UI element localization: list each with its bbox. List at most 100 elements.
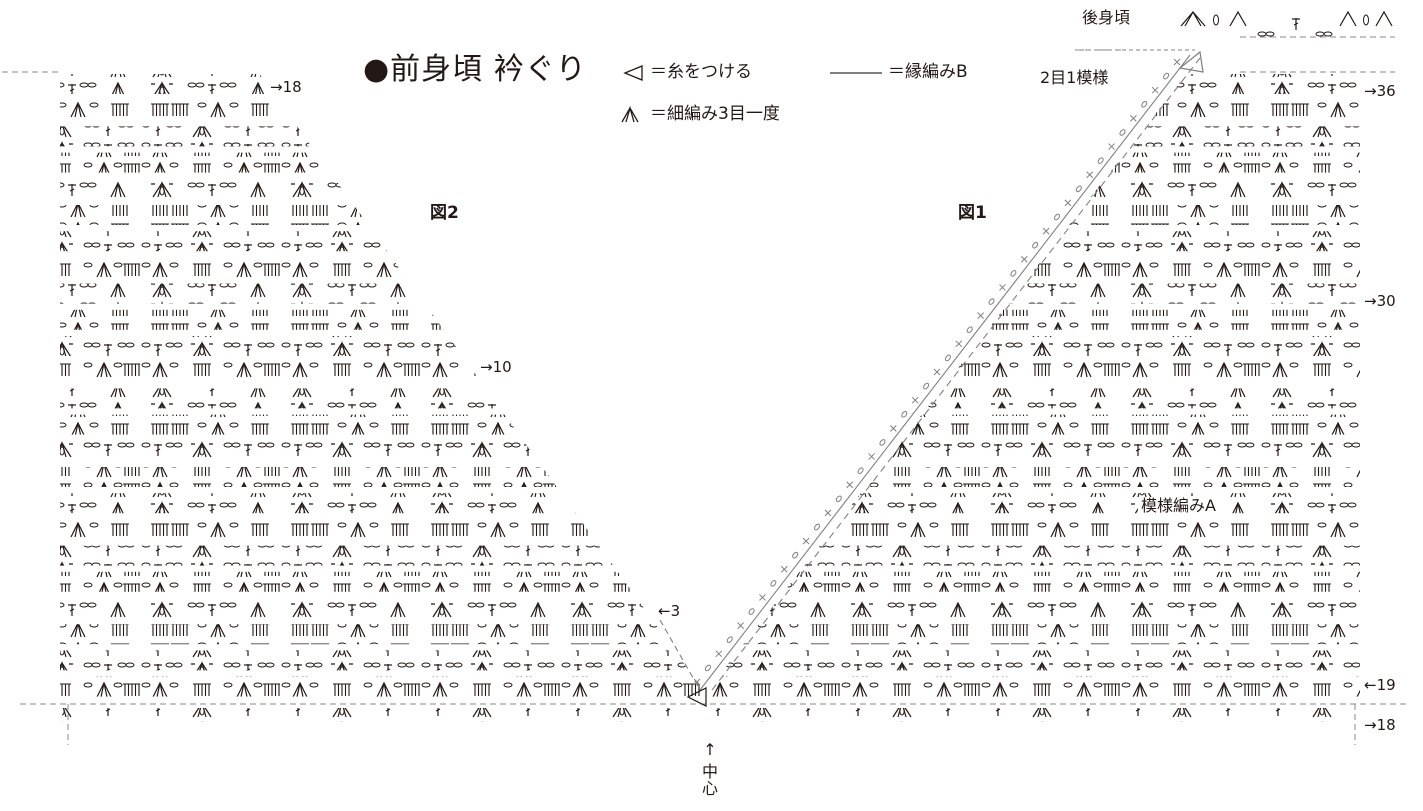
- stitch-row: [700, 309, 1360, 330]
- edging-b-marks: [693, 58, 1181, 686]
- stitch-row: [60, 178, 710, 199]
- edge-sc-mark: [1086, 171, 1094, 179]
- stitch-row: [700, 100, 1360, 121]
- edge-sc-mark: [1108, 143, 1115, 150]
- left-front-stitch-rows: [60, 74, 710, 697]
- row-number-36: →36: [1364, 82, 1396, 100]
- edge-chain-mark: [901, 410, 908, 418]
- edge-sc-mark: [933, 368, 941, 376]
- edge-sc-mark: [1020, 255, 1028, 263]
- stitch-row: [60, 624, 710, 645]
- stitch-row: [60, 467, 710, 487]
- edge-chain-mark: [813, 523, 821, 531]
- attach-yarn-marker-center: [686, 687, 707, 707]
- edge-chain-mark: [1075, 185, 1082, 193]
- stitch-row: [60, 388, 710, 409]
- decrease-icon: [621, 105, 639, 123]
- attach-triangle-icon: [623, 65, 643, 81]
- row-number-30: →30: [1364, 292, 1396, 310]
- center-arrow: ↑: [703, 740, 717, 759]
- stitch-row: [700, 205, 1360, 225]
- edge-chain-mark: [792, 551, 799, 559]
- stitch-row: [60, 257, 710, 278]
- edge-chain-mark: [1163, 72, 1170, 80]
- stitch-row: [700, 362, 1360, 383]
- stitch-row: [60, 309, 710, 330]
- row-number-18-top: →18: [270, 78, 302, 96]
- row-number-18-bottom: →18: [1364, 716, 1396, 734]
- stitch-row: [60, 545, 710, 566]
- stitch-row: [60, 650, 710, 671]
- pattern-a-label: 模様編みA: [1138, 497, 1219, 515]
- stitch-row: [700, 650, 1360, 671]
- row-number-19: ←19: [1364, 676, 1396, 694]
- edge-chain-mark: [857, 467, 864, 474]
- stitch-row: [700, 545, 1360, 566]
- edge-chain-mark: [1010, 270, 1017, 277]
- stitch-row: [60, 414, 710, 435]
- stitch-row: [60, 126, 710, 147]
- legend-attach-text: ＝糸をつける: [650, 62, 752, 82]
- edge-chain-mark: [748, 608, 755, 615]
- stitch-row: [60, 493, 710, 514]
- edge-sc-mark: [977, 312, 984, 319]
- stitch-row: [700, 598, 1360, 618]
- stitch-row: [60, 100, 710, 121]
- stitch-row: [700, 388, 1360, 409]
- legend-decrease-text: ＝細編み3目一度: [650, 104, 780, 124]
- edge-sc-mark: [1042, 227, 1050, 235]
- edge-chain-mark: [1032, 241, 1039, 249]
- edge-sc-mark: [759, 594, 766, 601]
- stitch-row: [700, 336, 1360, 356]
- edge-chain-mark: [704, 664, 711, 672]
- edge-sc-mark: [737, 622, 744, 629]
- stitch-row: [700, 624, 1360, 645]
- edge-chain-mark: [1097, 157, 1104, 164]
- center-label: 中 心: [701, 762, 718, 798]
- stitch-row: [700, 467, 1360, 487]
- stitch-row: [60, 440, 710, 461]
- two-to-one-label: 2目1模様: [1040, 68, 1109, 87]
- stitch-row: [700, 178, 1360, 199]
- edge-sc-mark: [890, 425, 897, 432]
- edge-sc-mark: [715, 650, 723, 658]
- back-body-label: 後身頃: [1082, 8, 1131, 27]
- edge-chain-mark: [923, 382, 930, 390]
- edge-chain-mark: [966, 326, 973, 334]
- edge-sc-mark: [824, 509, 832, 517]
- edge-chain-mark: [944, 354, 951, 362]
- stitch-row: [60, 598, 710, 618]
- stitch-row: [700, 519, 1360, 540]
- attach-yarn-marker-top: [1178, 50, 1204, 73]
- edging-b: [659, 49, 1201, 691]
- edge-chain-mark: [726, 636, 733, 644]
- row-number-10: →10: [480, 358, 512, 376]
- edge-chain-mark: [879, 439, 886, 446]
- edge-sc-mark: [955, 340, 963, 348]
- edge-sc-mark: [780, 565, 788, 573]
- stitch-row: [60, 676, 710, 697]
- edge-sc-mark: [802, 537, 810, 545]
- stitch-row: [60, 362, 710, 383]
- stitch-row: [60, 336, 710, 356]
- stitch-row: [700, 74, 1360, 94]
- edge-chain-mark: [835, 495, 842, 503]
- edge-sc-mark: [911, 396, 919, 404]
- legend-edge-text: ＝縁編みB: [888, 62, 968, 82]
- stitch-row: [700, 493, 1360, 514]
- row-number-3: ←3: [658, 602, 681, 620]
- stitch-row: [60, 283, 710, 304]
- edge-chain-mark: [1119, 129, 1126, 136]
- edge-chain-mark: [988, 298, 995, 305]
- stitch-row: [60, 205, 710, 225]
- stitch-row: [62, 708, 1358, 722]
- edge-chain-mark: [770, 580, 777, 587]
- figure-2-label: 図2: [430, 203, 459, 223]
- stitch-row: [60, 152, 710, 173]
- edge-chain-mark: [1053, 213, 1061, 221]
- stitch-row: [700, 440, 1360, 461]
- stitch-row: [700, 283, 1360, 304]
- edge-sc-mark: [1130, 115, 1137, 122]
- stitch-row: [60, 571, 710, 592]
